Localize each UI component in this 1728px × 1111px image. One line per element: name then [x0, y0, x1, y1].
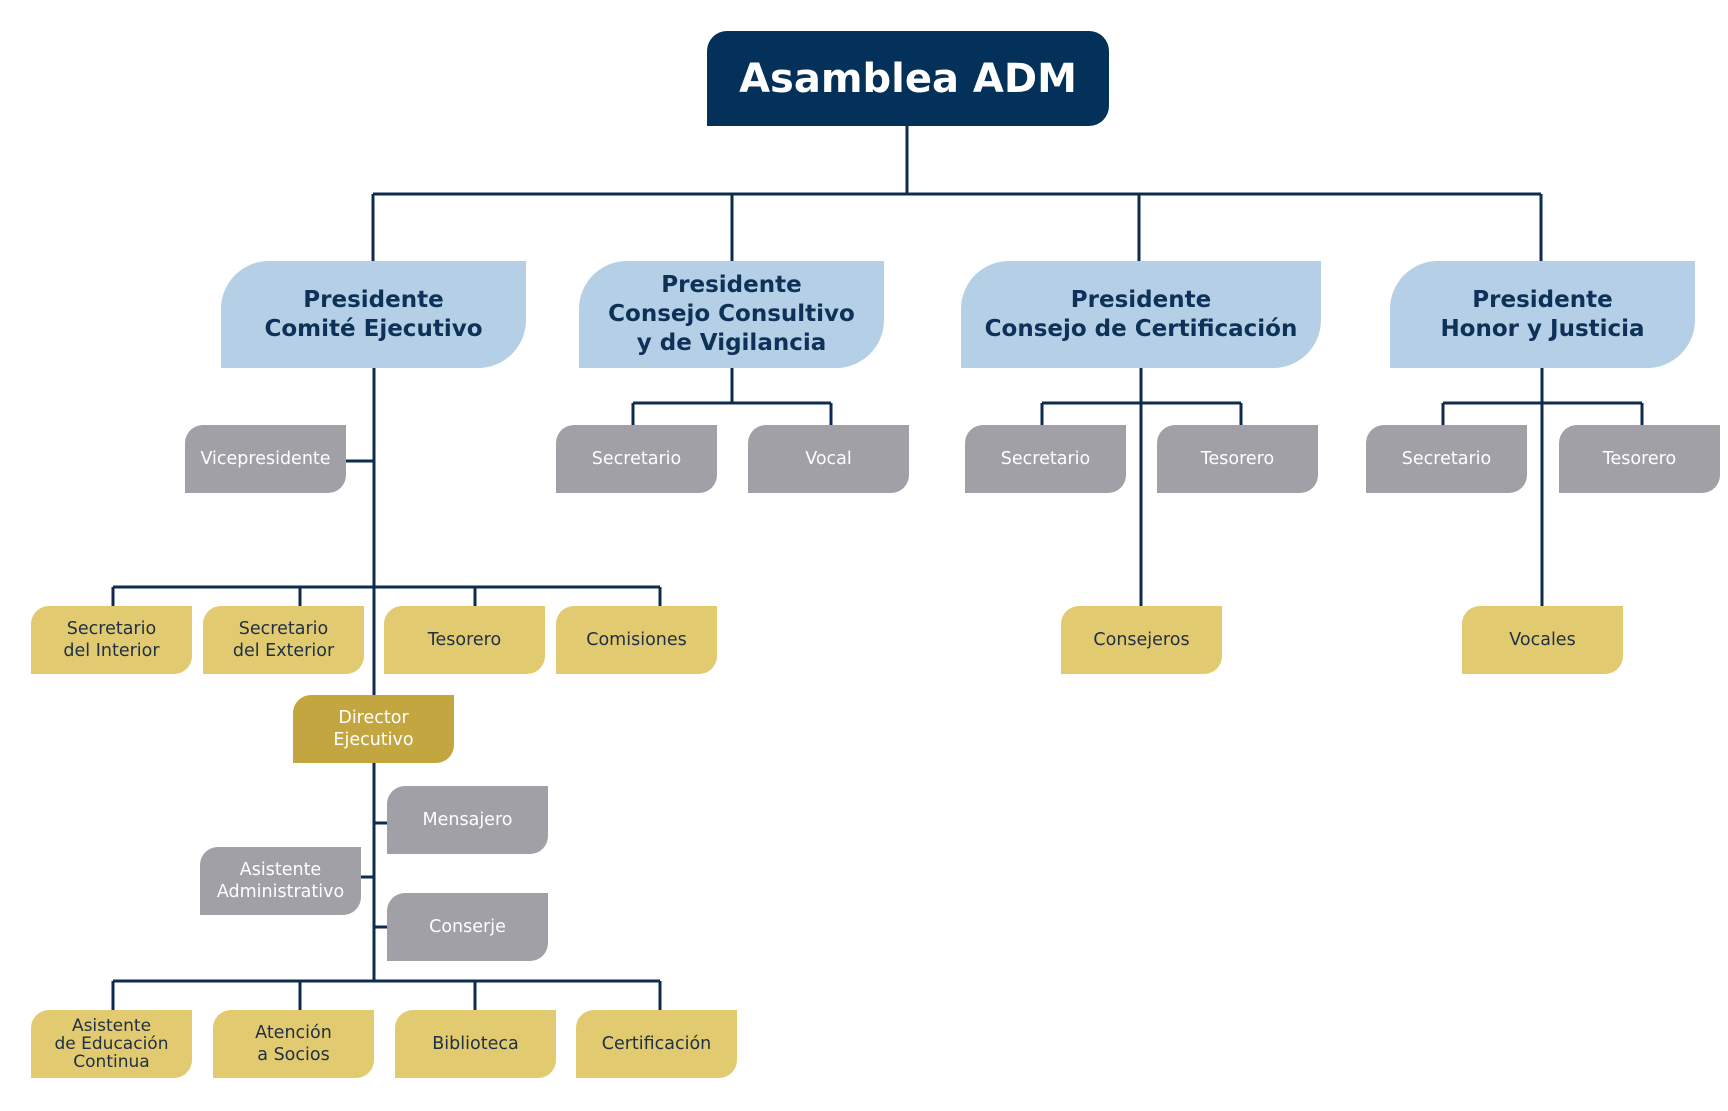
- tesorero-comite-node: Tesorero: [384, 606, 545, 674]
- root-node: Asamblea ADM: [707, 31, 1109, 126]
- president-consejo-certificacion: Presidente Consejo de Certificación: [961, 261, 1321, 368]
- tesorero-certificacion-node: Tesorero: [1157, 425, 1318, 493]
- vicepresidente-node: Vicepresidente: [185, 425, 346, 493]
- conserje-node: Conserje: [387, 893, 548, 961]
- bottom-bus-drops: [111, 981, 662, 1010]
- asistente-administrativo-node: Asistente Administrativo: [200, 847, 361, 915]
- comite-bus-drops: [111, 587, 662, 606]
- secretario-exterior-node: Secretario del Exterior: [203, 606, 364, 674]
- vocal-consultivo-node: Vocal: [748, 425, 909, 493]
- honor-links: [1441, 368, 1644, 606]
- president-honor-justicia: Presidente Honor y Justicia: [1390, 261, 1695, 368]
- director-ejecutivo-node: Director Ejecutivo: [293, 695, 454, 763]
- branch-drops: [371, 194, 1543, 261]
- secretario-certificacion-node: Secretario: [965, 425, 1126, 493]
- secretario-interior-node: Secretario del Interior: [31, 606, 192, 674]
- consejeros-node: Consejeros: [1061, 606, 1222, 674]
- certificacion-node: Certificación: [576, 1010, 737, 1078]
- vocales-node: Vocales: [1462, 606, 1623, 674]
- consultivo-links: [631, 368, 833, 425]
- certificacion-links: [1040, 368, 1243, 606]
- secretario-honor-node: Secretario: [1366, 425, 1527, 493]
- president-comite-ejecutivo: Presidente Comité Ejecutivo: [221, 261, 526, 368]
- tesorero-honor-node: Tesorero: [1559, 425, 1720, 493]
- president-consejo-consultivo: Presidente Consejo Consultivo y de Vigil…: [579, 261, 884, 368]
- asistente-educacion-node: Asistente de Educación Continua: [31, 1010, 192, 1078]
- comisiones-node: Comisiones: [556, 606, 717, 674]
- staff-links: [360, 821, 387, 929]
- biblioteca-node: Biblioteca: [395, 1010, 556, 1078]
- atencion-socios-node: Atención a Socios: [213, 1010, 374, 1078]
- secretario-consultivo-node: Secretario: [556, 425, 717, 493]
- mensajero-node: Mensajero: [387, 786, 548, 854]
